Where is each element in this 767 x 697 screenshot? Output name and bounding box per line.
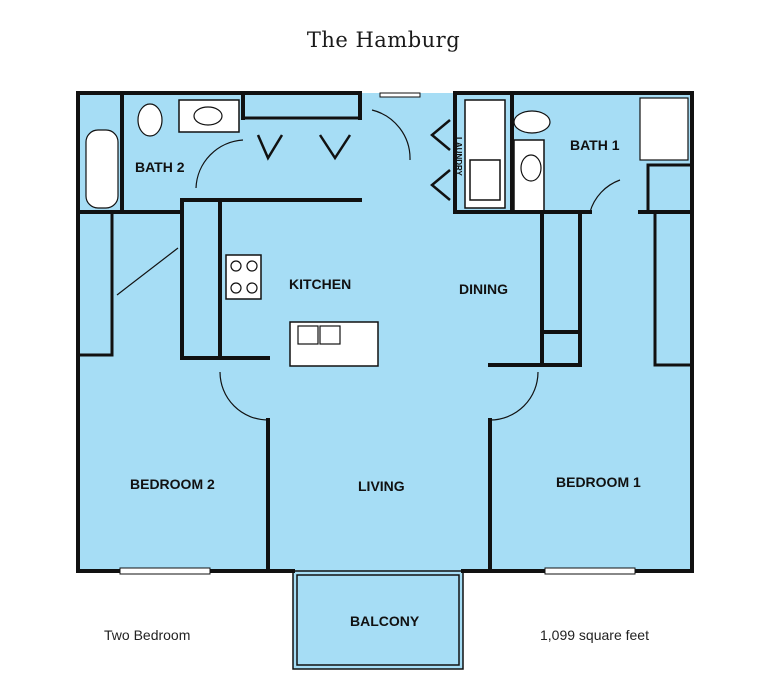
cabinetry [178, 99, 545, 367]
doors [116, 109, 621, 421]
balcony-railing [292, 570, 464, 670]
room-label-bath1: BATH 1 [570, 137, 620, 153]
burner-icon [246, 260, 258, 272]
bathtub-icon [85, 129, 119, 209]
windows [119, 92, 636, 575]
room-label-bedroom2: BEDROOM 2 [130, 476, 215, 492]
closet-doors [256, 119, 451, 201]
unit-type: Two Bedroom [104, 627, 191, 643]
room-label-balcony: BALCONY [350, 613, 420, 629]
kitchen-sink-icon [319, 325, 341, 345]
toilet-icon [513, 110, 551, 134]
room-label-dining: DINING [459, 281, 508, 297]
square-footage: 1,099 square feet [540, 627, 649, 643]
burner-icon [246, 282, 258, 294]
sink-icon [193, 106, 223, 126]
kitchen-sink-icon [297, 325, 319, 345]
shower-icon [639, 97, 689, 161]
floor-area [78, 93, 692, 669]
room-label-bath2: BATH 2 [135, 159, 185, 175]
sink-icon [520, 154, 542, 182]
room-label-kitchen: KITCHEN [289, 276, 351, 292]
fixtures [85, 97, 689, 345]
burner-icon [230, 260, 242, 272]
room-label-bedroom1: BEDROOM 1 [556, 474, 641, 490]
room-label-living: LIVING [358, 478, 405, 494]
toilet-icon [137, 103, 163, 137]
plan-title: The Hamburg [306, 28, 461, 52]
burner-icon [230, 282, 242, 294]
room-label-laundry: LAUNDRY [454, 137, 463, 176]
walls [76, 91, 694, 573]
